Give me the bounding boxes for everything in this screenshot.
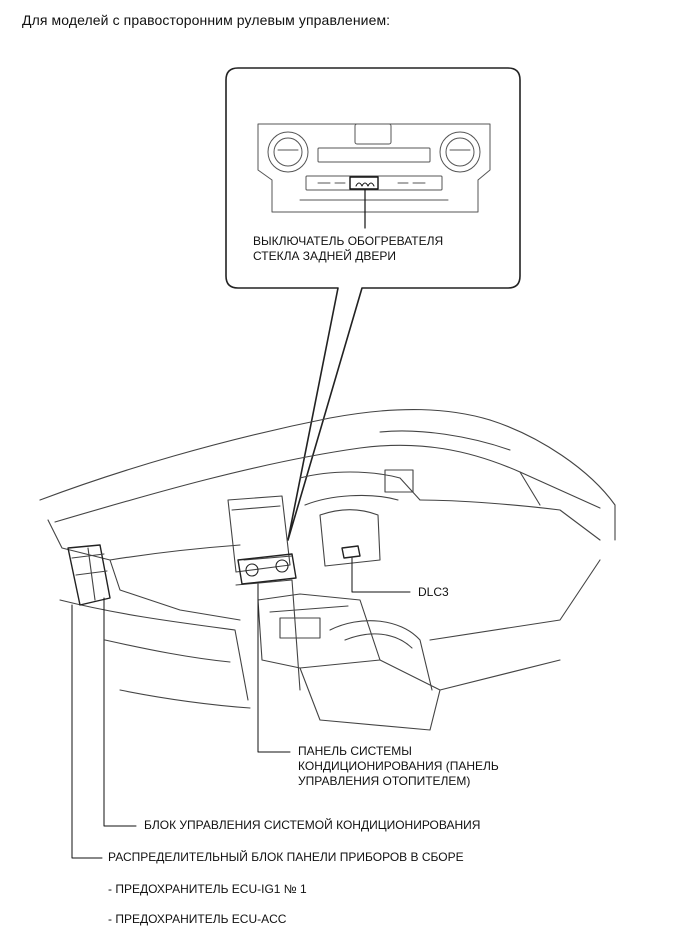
ac-panel-label: ПАНЕЛЬ СИСТЕМЫ КОНДИЦИОНИРОВАНИЯ (ПАНЕЛЬ… [298, 744, 499, 789]
dlc3-leader [351, 557, 411, 593]
dashboard-outline [39, 408, 616, 731]
heater-switch-label-line2: СТЕКЛА ЗАДНЕЙ ДВЕРИ [253, 249, 396, 263]
page-caption: Для моделей с правосторонним рулевым упр… [22, 12, 391, 28]
ac-panel-label-line2: КОНДИЦИОНИРОВАНИЯ (ПАНЕЛЬ [298, 759, 499, 773]
ac-panel-label-line1: ПАНЕЛЬ СИСТЕМЫ [298, 744, 412, 758]
dlc3-label: DLC3 [418, 585, 449, 599]
heater-panel-zoom [257, 123, 491, 213]
heater-switch-label: ВЫКЛЮЧАТЕЛЬ ОБОГРЕВАТЕЛЯ СТЕКЛА ЗАДНЕЙ Д… [253, 234, 443, 264]
ac-ecu-label: БЛОК УПРАВЛЕНИЯ СИСТЕМОЙ КОНДИЦИОНИРОВАН… [144, 818, 481, 832]
junction-block-label: РАСПРЕДЕЛИТЕЛЬНЫЙ БЛОК ПАНЕЛИ ПРИБОРОВ В… [108, 850, 464, 864]
heater-switch-label-line1: ВЫКЛЮЧАТЕЛЬ ОБОГРЕВАТЕЛЯ [253, 234, 444, 248]
junction-block-leader [71, 604, 103, 859]
ac-panel-label-line3: УПРАВЛЕНИЯ ОТОПИТЕЛЕМ) [298, 774, 471, 788]
fuse-ecu-acc-label: - ПРЕДОХРАНИТЕЛЬ ECU-ACC [108, 912, 287, 926]
ac-ecu-leader [103, 597, 137, 827]
callout-box [225, 67, 521, 541]
ac-panel-leader [257, 583, 291, 753]
fuse-ecu-ig1-label: - ПРЕДОХРАНИТЕЛЬ ECU-IG1 № 1 [108, 882, 307, 896]
leader-lines [71, 557, 411, 859]
